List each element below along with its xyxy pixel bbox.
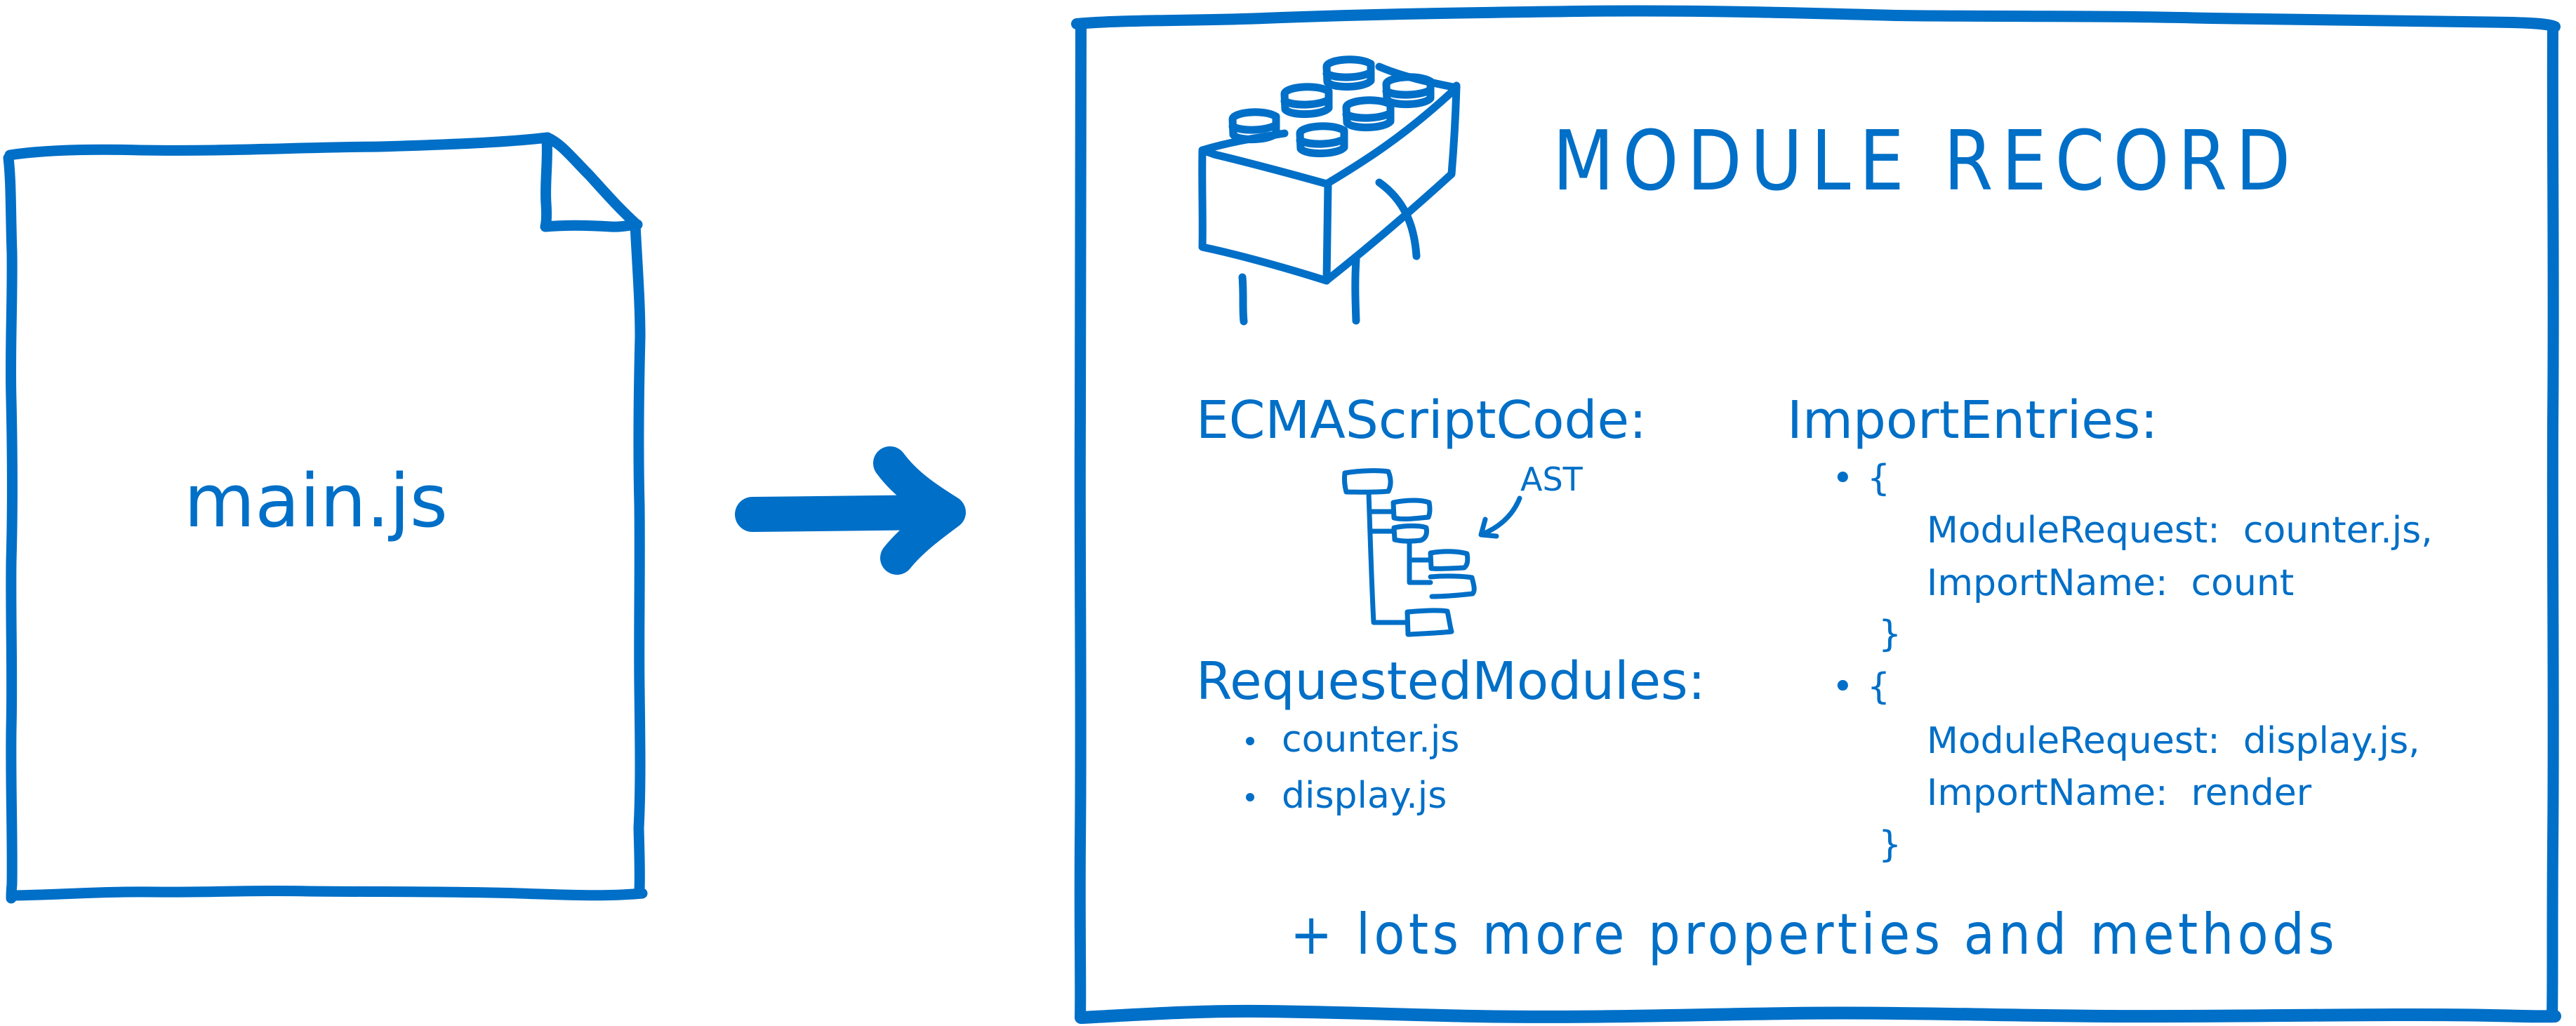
ast-annotation: AST <box>1520 460 1583 498</box>
requested-module-item: counter.js <box>1282 719 1460 761</box>
arrow-right-icon <box>735 446 966 575</box>
requested-modules-bullets <box>1246 737 1254 801</box>
import-entry-bullet: • <box>1832 458 1854 500</box>
document-icon <box>3 132 648 904</box>
import-entry-import-name: ImportName: render <box>1927 772 2312 814</box>
import-entries-label: ImportEntries: <box>1787 390 2158 451</box>
import-entry-open-brace: { <box>1867 458 1891 500</box>
import-entry-import-name: ImportName: count <box>1927 562 2295 604</box>
module-record-title: MODULE RECORD <box>1553 112 2299 209</box>
ast-tree-icon <box>1341 468 1522 637</box>
import-entry-bullet: • <box>1832 666 1854 708</box>
import-entry-module-request: ModuleRequest: display.js, <box>1927 720 2420 762</box>
import-entry-module-request: ModuleRequest: counter.js, <box>1927 509 2433 552</box>
import-entry-close-brace: } <box>1878 613 1902 655</box>
requested-module-item: display.js <box>1282 775 1447 817</box>
more-properties-note: + lots more properties and methods <box>1290 902 2339 967</box>
file-name: main.js <box>184 458 448 544</box>
import-entry-open-brace: { <box>1867 666 1891 708</box>
requested-modules-label: RequestedModules: <box>1196 651 1706 712</box>
ecmascript-code-label: ECMAScriptCode: <box>1196 390 1647 451</box>
module-record-box <box>1071 5 2561 1024</box>
lego-brick-icon <box>1198 55 1461 326</box>
import-entry-close-brace: } <box>1878 824 1902 866</box>
